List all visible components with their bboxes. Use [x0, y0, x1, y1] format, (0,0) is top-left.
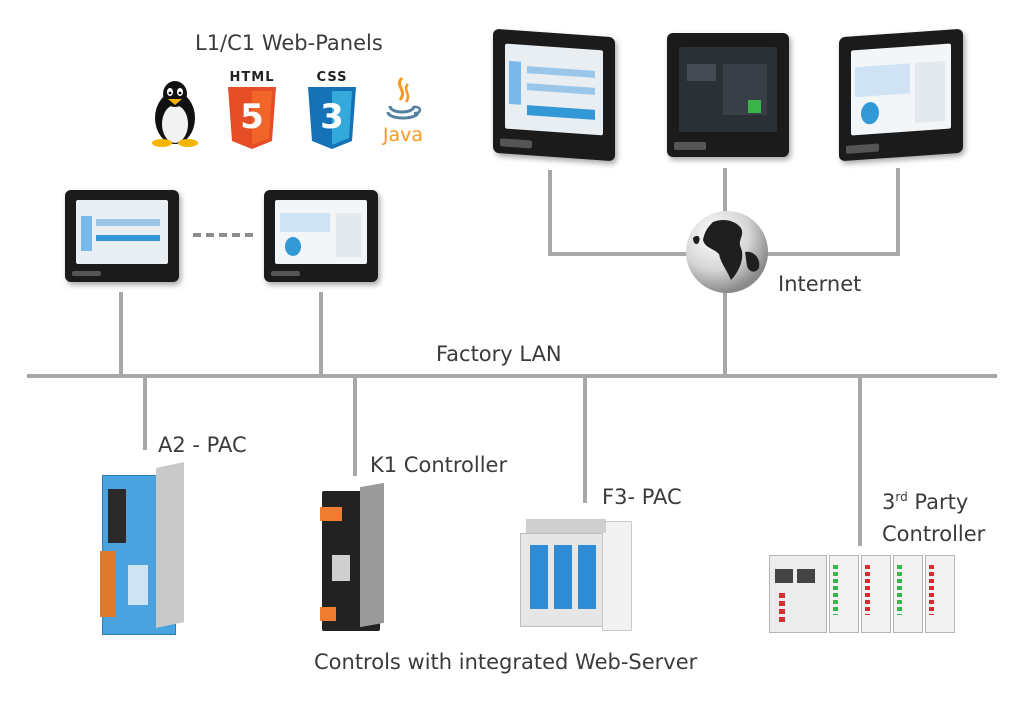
third-party-label-line1: 3rd Party: [882, 490, 968, 514]
link-k1: [353, 376, 357, 476]
internet-label: Internet: [778, 272, 862, 296]
html5-shield-icon: [228, 87, 276, 149]
panel-screen: [851, 43, 951, 136]
web-panel-left: [65, 190, 179, 282]
web-panel-top-2: [667, 33, 789, 157]
footer-caption: Controls with integrated Web-Server: [314, 650, 698, 674]
f3-pac-label: F3- PAC: [602, 485, 682, 509]
html5-logo: HTML 5: [222, 70, 282, 150]
panel-screen: [275, 200, 367, 264]
html5-number: 5: [240, 97, 264, 137]
third-party-word: Party: [907, 490, 969, 514]
css3-logo: CSS 3: [302, 70, 362, 150]
web-panel-mid: [264, 190, 378, 282]
link-a2: [143, 376, 147, 450]
java-cup-icon: [386, 76, 422, 120]
link-top-panel-2: [723, 168, 727, 214]
a2-pac-device: [94, 462, 184, 635]
link-f3: [583, 376, 587, 503]
third-party-label-line2: Controller: [882, 522, 986, 546]
link-top-panel-3: [896, 168, 900, 256]
linux-tux-icon: [152, 81, 198, 147]
k1-controller-label: K1 Controller: [370, 453, 508, 477]
link-top-panel-1: [548, 170, 552, 256]
html5-text: HTML: [229, 70, 275, 85]
java-logo: Java: [378, 76, 428, 150]
panel-screen: [679, 46, 777, 133]
third-party-ordinal: rd: [895, 490, 908, 504]
factory-lan-label: Factory LAN: [436, 342, 562, 366]
panel-brand-badge: [674, 142, 707, 150]
panel-screen: [76, 200, 168, 264]
a2-pac-label: A2 - PAC: [158, 433, 247, 457]
panel-brand-badge: [846, 143, 879, 154]
third-party-controller-device: [769, 555, 979, 635]
link-top-h-left: [548, 252, 690, 256]
internet-globe-icon: [686, 211, 768, 293]
css3-number: 3: [320, 97, 344, 137]
css3-text: CSS: [316, 70, 348, 85]
panel-screen: [505, 43, 603, 136]
panel-brand-badge: [500, 138, 533, 149]
panel-brand-badge: [270, 270, 301, 277]
k1-controller-device: [316, 482, 386, 635]
css3-shield-icon: [308, 87, 356, 149]
f3-pac-device: [518, 515, 633, 633]
third-party-number: 3: [882, 490, 896, 514]
java-text: Java: [382, 124, 424, 146]
link-internet-lan: [723, 290, 727, 376]
web-panels-title: L1/C1 Web-Panels: [195, 31, 383, 55]
panel-dashed-connector: [193, 233, 253, 237]
link-panel-mid: [319, 292, 323, 376]
link-panel-left: [119, 292, 123, 376]
web-panel-top-1: [493, 28, 615, 162]
factory-lan-bus: [27, 374, 997, 378]
web-panel-top-3: [839, 28, 963, 162]
panel-brand-badge: [71, 270, 102, 277]
link-third-party: [858, 376, 862, 546]
link-top-h-right: [765, 252, 900, 256]
